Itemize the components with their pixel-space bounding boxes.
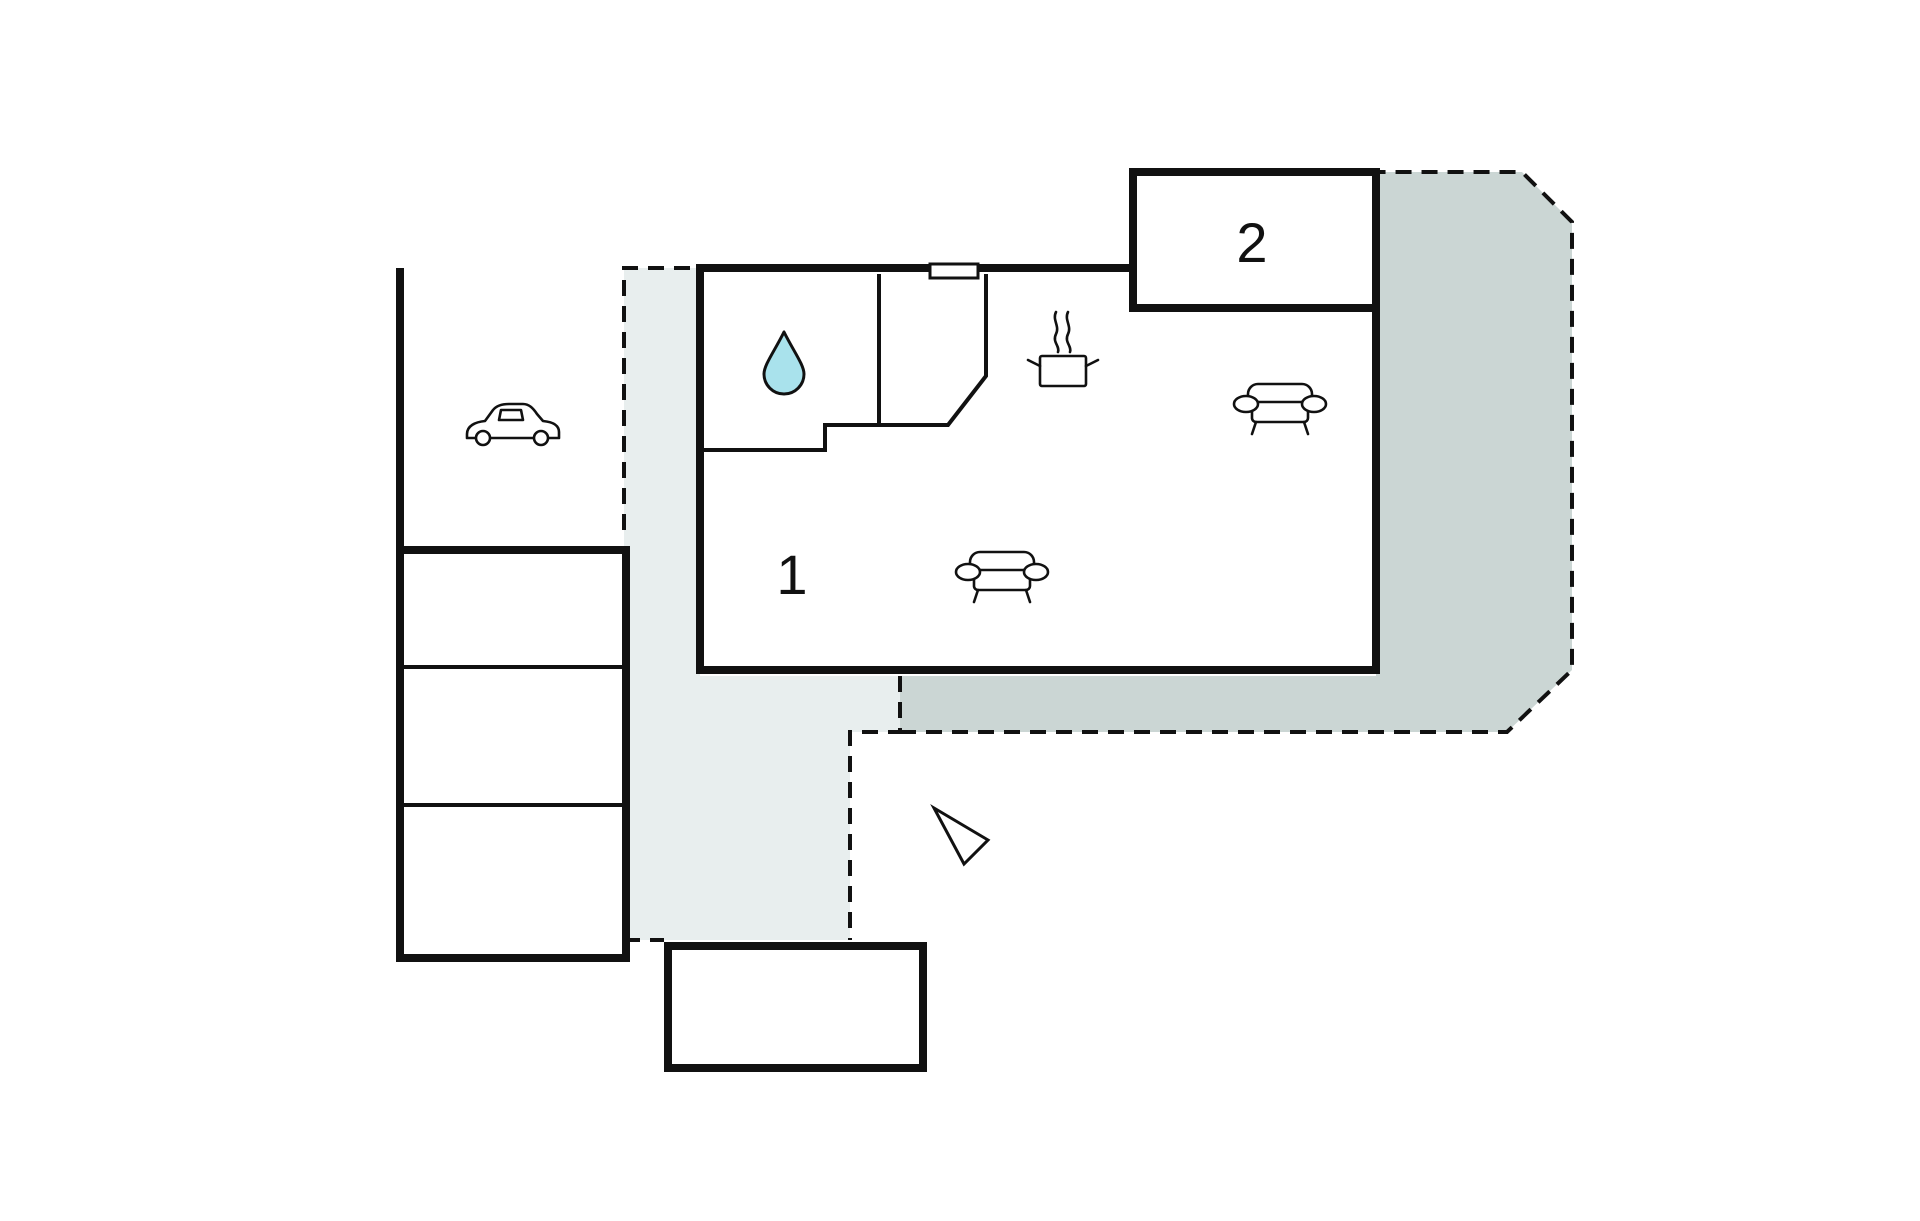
window [928, 262, 980, 280]
cooking-pot-icon [1026, 310, 1100, 388]
bathroom-wall [700, 274, 988, 452]
terrace-boundary [622, 170, 1574, 942]
room-1-label: 1 [776, 543, 807, 606]
sofa-icon [954, 550, 1050, 604]
terrace-area-right [900, 172, 1572, 732]
main-house-wall [696, 264, 1380, 674]
sofa-icon [1232, 382, 1328, 436]
room-2-fill [1137, 176, 1372, 304]
water-drop-icon [762, 330, 806, 396]
room-2-label: 2 [1236, 211, 1267, 274]
compass-pointer-icon [930, 803, 991, 867]
terrace-area-left [624, 268, 900, 940]
shed-wall [664, 942, 927, 1072]
carport [396, 268, 630, 962]
room-2-outline [1129, 168, 1380, 312]
car-icon [465, 402, 561, 447]
